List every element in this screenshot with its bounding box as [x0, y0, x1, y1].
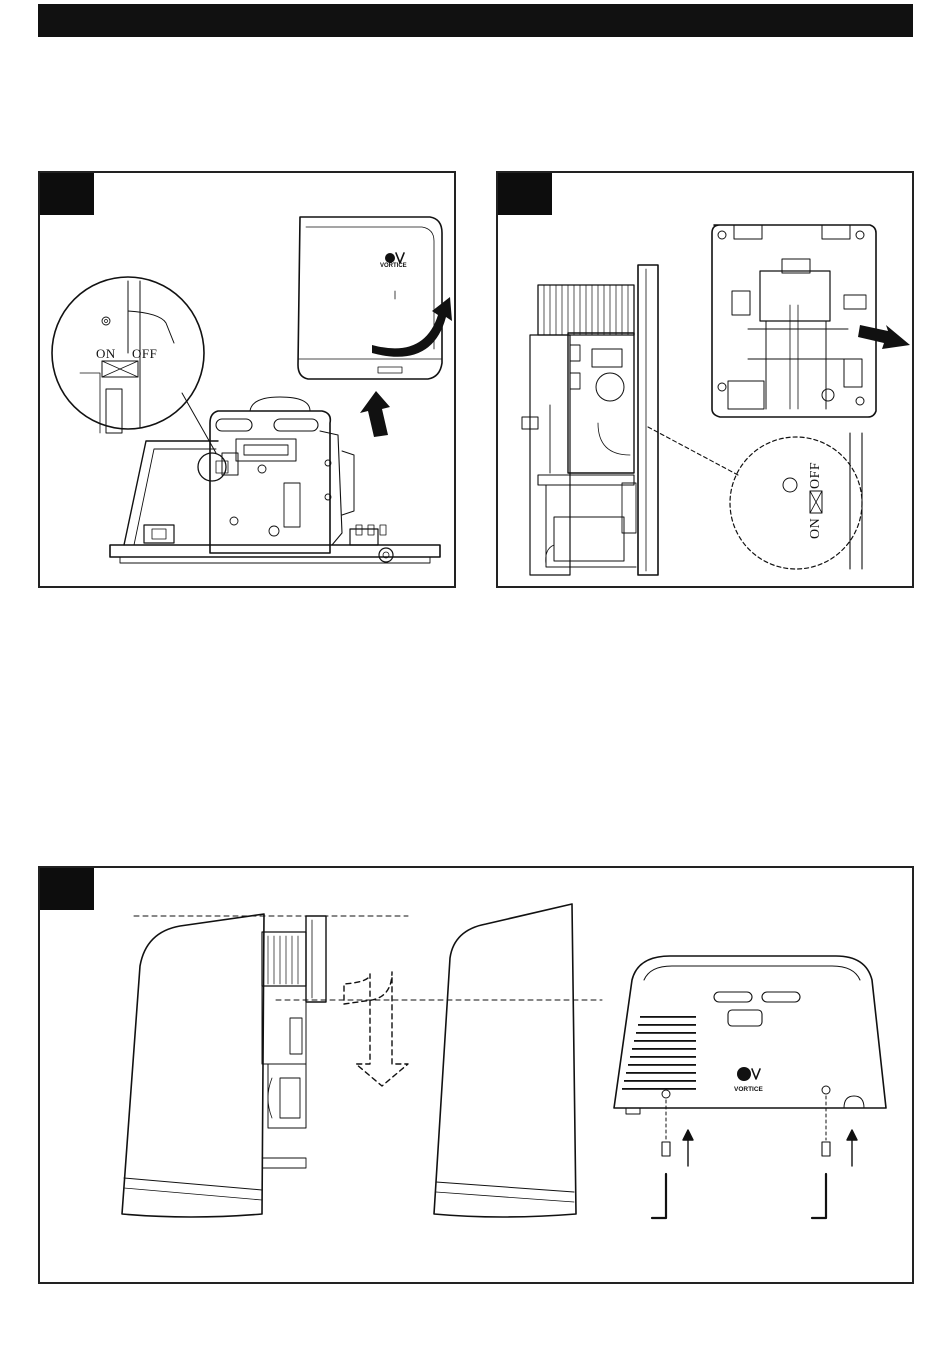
- panel-step-3: VORTICE: [38, 866, 914, 1284]
- vent-grille: [622, 1016, 696, 1090]
- dryer-open-illustration: [40, 173, 456, 588]
- screw-icon: [822, 1096, 830, 1156]
- switch-on-label: ON: [808, 518, 824, 539]
- switch-detail-magnifier: [52, 277, 216, 453]
- arrow-left-icon: [858, 325, 910, 349]
- switch-off-label: OFF: [132, 346, 157, 362]
- panel-step-2: ON OFF: [496, 171, 914, 588]
- cover-brand-label: VORTICE: [380, 263, 407, 269]
- switch-detail-magnifier: [648, 427, 862, 569]
- underside-brand-label: VORTICE: [734, 1086, 763, 1093]
- header-bar: [38, 4, 913, 37]
- arrow-up-icon: [847, 1130, 857, 1166]
- dryer-side-open: [122, 914, 326, 1217]
- arrow-up-icon: [360, 391, 390, 437]
- dryer-cover: [298, 217, 442, 379]
- vortice-logo: [385, 253, 404, 263]
- switch-on-label: ON: [96, 346, 116, 362]
- dashed-up-arrow-icon: [344, 972, 408, 1086]
- curved-arrow-icon: [372, 297, 452, 357]
- dryer-side-board-illustration: [498, 173, 914, 588]
- dryer-side-view: [522, 265, 658, 575]
- dryer-side-closed: [434, 904, 576, 1217]
- arrow-up-icon: [683, 1130, 693, 1166]
- switch-off-label: OFF: [808, 462, 824, 489]
- allen-key-icon: [812, 1174, 826, 1218]
- allen-key-icon: [652, 1174, 666, 1218]
- dryer-cover-refit-illustration: [40, 868, 914, 1284]
- panel-step-1: ON OFF VORTICE: [38, 171, 456, 588]
- dryer-front-board-view: [712, 225, 876, 417]
